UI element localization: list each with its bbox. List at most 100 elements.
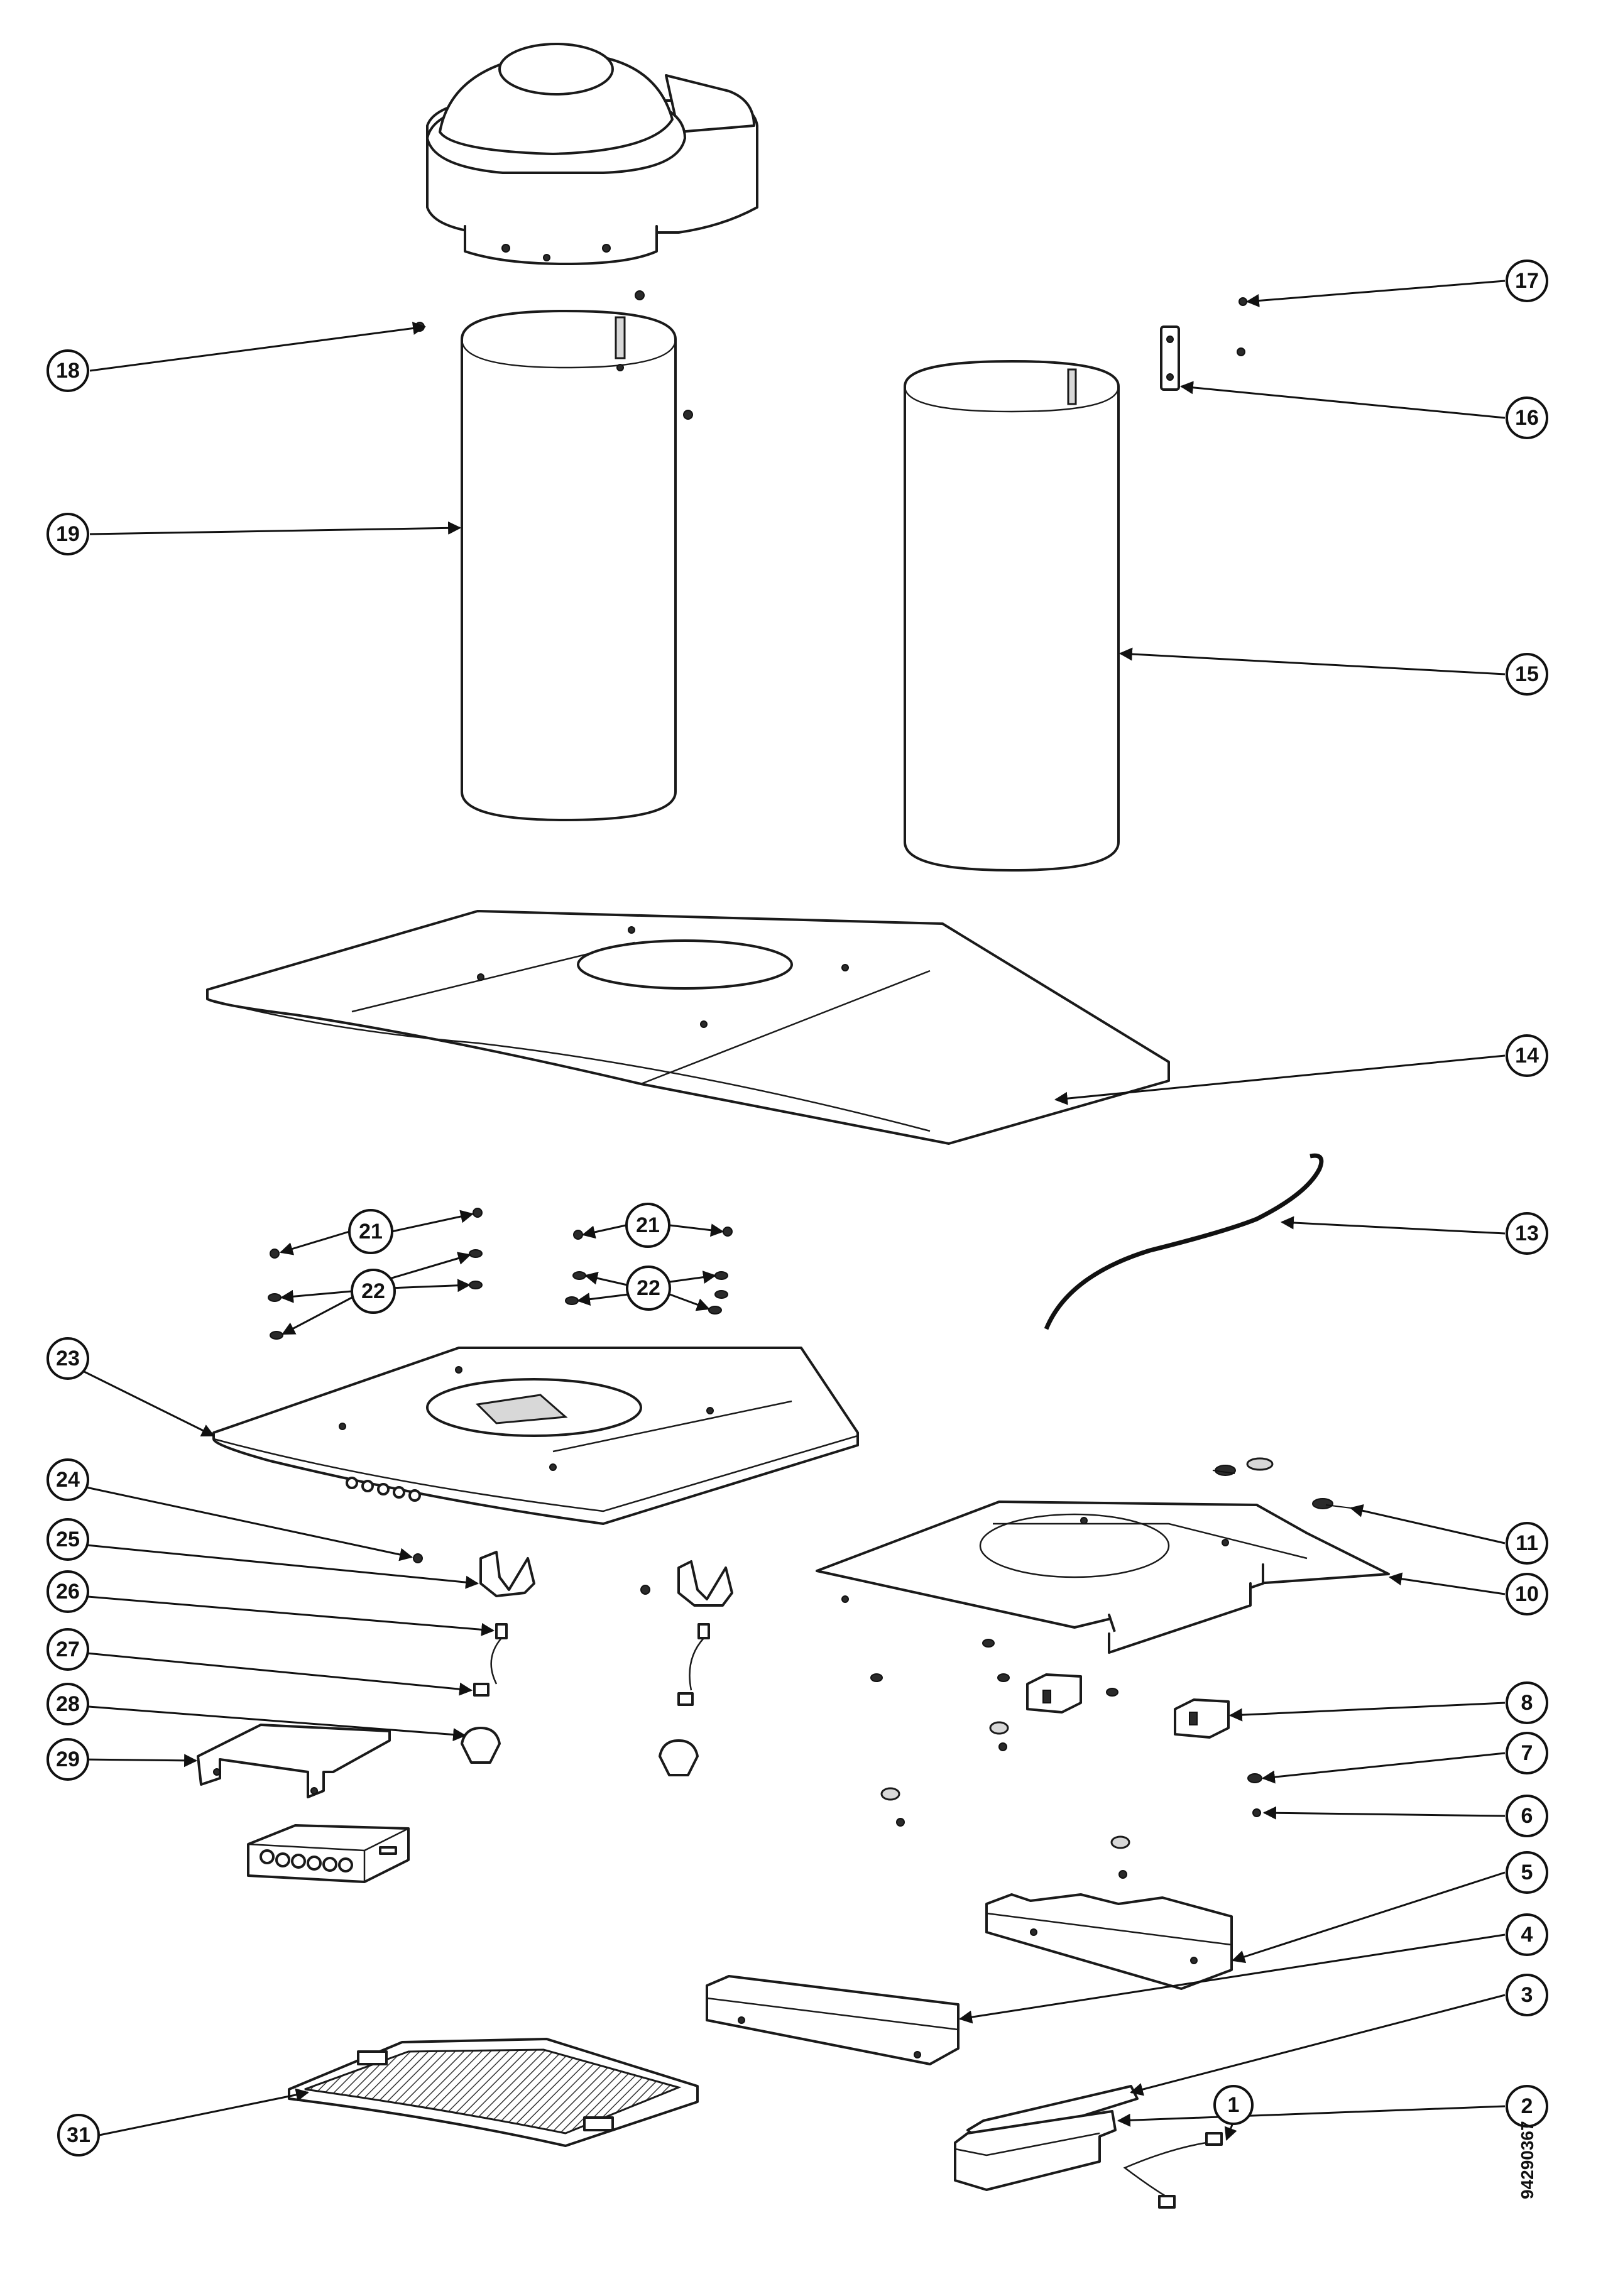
callout-2: 2 (1506, 2085, 1548, 2128)
leader-22b-nut2 (576, 1293, 629, 1306)
leader-7 (1261, 1752, 1506, 1784)
leader-31 (99, 2088, 310, 2136)
leader-22a-nut3 (389, 1252, 472, 1280)
document-number: 94290367 (1517, 2121, 1537, 2199)
leader-18 (89, 322, 427, 372)
callout-22-right: 22 (626, 1266, 671, 1311)
callout-19: 19 (46, 513, 89, 555)
callout-1: 1 (1213, 2085, 1254, 2125)
leader-11 (1349, 1504, 1506, 1544)
callout-26: 26 (46, 1570, 89, 1613)
power-cable (1044, 1153, 1324, 1330)
motor-support-plate (816, 1457, 1390, 1654)
svg-text:16: 16 (1515, 406, 1539, 430)
rear-bracket (706, 1975, 960, 2065)
callout-23: 23 (46, 1337, 89, 1380)
callout-7: 7 (1506, 1732, 1548, 1774)
leader-29 (80, 1754, 198, 1768)
svg-text:21: 21 (636, 1213, 660, 1237)
leader-10 (1388, 1572, 1506, 1595)
callout-25: 25 (46, 1518, 89, 1561)
svg-text:25: 25 (56, 1528, 80, 1551)
leader-16 (1179, 381, 1506, 419)
leader-24 (80, 1485, 413, 1561)
callout-22-left: 22 (351, 1269, 396, 1314)
leader-lines (80, 280, 1506, 2141)
callout-18: 18 (46, 349, 89, 392)
svg-text:14: 14 (1515, 1044, 1539, 1068)
callout-4: 4 (1506, 1913, 1548, 1956)
switch-bracket (197, 1724, 391, 1798)
front-bracket (985, 1893, 1233, 1990)
svg-text:15: 15 (1515, 662, 1539, 686)
svg-text:24: 24 (56, 1468, 80, 1492)
leader-22b-nut1 (584, 1271, 628, 1286)
svg-text:2: 2 (1521, 2094, 1533, 2118)
svg-text:23: 23 (56, 1347, 80, 1370)
callout-11: 11 (1506, 1522, 1548, 1565)
upper-chimney-cover (415, 290, 693, 821)
callouts: 1 2 3 4 5 6 7 8 10 11 13 14 15 16 17 18 … (46, 260, 1548, 2157)
leader-17 (1245, 280, 1506, 307)
svg-text:11: 11 (1516, 1531, 1538, 1555)
svg-text:27: 27 (56, 1637, 80, 1661)
lower-chimney-cover (904, 360, 1120, 872)
leader-5 (1232, 1871, 1506, 1964)
leader-22b-nut3 (669, 1271, 717, 1284)
callout-16: 16 (1506, 396, 1548, 439)
callout-10: 10 (1506, 1573, 1548, 1615)
svg-text:1: 1 (1228, 2093, 1240, 2117)
leader-21a-screw1 (279, 1230, 350, 1255)
callout-27: 27 (46, 1628, 89, 1671)
callout-29: 29 (46, 1738, 89, 1781)
svg-text:31: 31 (67, 2123, 90, 2147)
leader-26 (80, 1595, 495, 1636)
lamp-assembly-right (640, 1560, 733, 1776)
electrical-box (954, 2085, 1139, 2191)
leader-6 (1262, 1806, 1506, 1820)
leader-3 (1129, 1994, 1506, 2096)
callout-14: 14 (1506, 1034, 1548, 1077)
leader-21b-screw1 (581, 1224, 626, 1239)
glass-canopy (206, 910, 1170, 1145)
chimney-bracket (1160, 297, 1247, 391)
leader-25 (80, 1543, 479, 1589)
clamps (870, 1639, 1262, 1879)
leader-19 (89, 521, 462, 535)
grease-filter (288, 2038, 699, 2147)
leader-21b-screw2 (669, 1223, 724, 1237)
callout-31: 31 (57, 2114, 100, 2157)
leader-22b-nut4 (669, 1293, 710, 1311)
callout-21-left: 21 (348, 1209, 393, 1254)
callout-8: 8 (1506, 1681, 1548, 1724)
leader-28 (80, 1705, 467, 1742)
leader-4 (958, 1933, 1506, 2024)
leader-22a-nut4 (389, 1279, 471, 1293)
callout-17: 17 (1506, 260, 1548, 302)
svg-text:21: 21 (359, 1220, 383, 1244)
svg-text:8: 8 (1521, 1691, 1533, 1715)
callout-28: 28 (46, 1683, 89, 1725)
leader-27 (80, 1651, 473, 1696)
callout-13: 13 (1506, 1212, 1548, 1255)
svg-text:17: 17 (1515, 269, 1539, 293)
svg-text:18: 18 (56, 359, 80, 383)
switch-box (247, 1824, 410, 1883)
svg-text:13: 13 (1515, 1222, 1539, 1245)
svg-text:6: 6 (1521, 1804, 1533, 1828)
svg-text:28: 28 (56, 1692, 80, 1716)
svg-text:22: 22 (361, 1279, 385, 1303)
canopy-body (212, 1347, 859, 1525)
svg-text:26: 26 (56, 1580, 80, 1604)
leader-15 (1118, 647, 1506, 675)
leader-23 (80, 1369, 215, 1437)
callout-24: 24 (46, 1458, 89, 1501)
svg-text:22: 22 (637, 1276, 660, 1300)
leader-13 (1280, 1216, 1506, 1235)
leader-22a-nut1 (280, 1289, 353, 1303)
svg-text:19: 19 (56, 522, 80, 546)
callout-6: 6 (1506, 1795, 1548, 1837)
leader-14 (1054, 1054, 1506, 1105)
callout-5: 5 (1506, 1851, 1548, 1894)
callout-3: 3 (1506, 1974, 1548, 2016)
